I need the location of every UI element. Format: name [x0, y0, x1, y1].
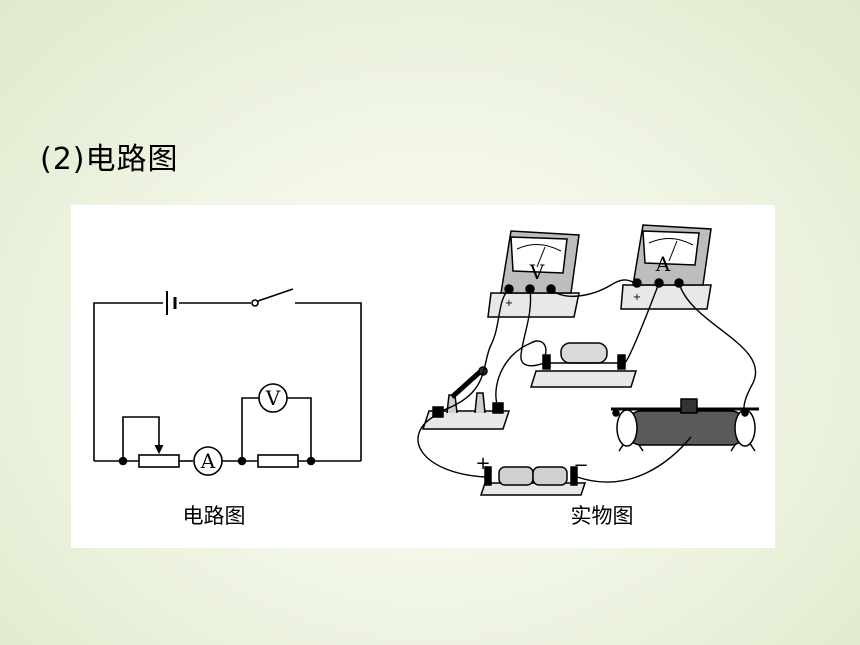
wire: [417, 416, 486, 478]
battery-plus-label: +: [475, 453, 490, 474]
ammeter-needle: [668, 240, 678, 262]
switch-clip: [474, 392, 486, 414]
rheostat-symbol: [138, 454, 180, 468]
wire: [576, 436, 692, 483]
wire: [624, 282, 660, 364]
wire-right: [295, 302, 362, 461]
resistor-post: [542, 354, 551, 370]
resistor-body: [560, 342, 608, 364]
wire: [678, 282, 757, 414]
resistor-post: [617, 354, 626, 370]
wire: [437, 288, 510, 413]
physical-wires: [417, 279, 757, 483]
ammeter-base: [620, 284, 712, 310]
voltmeter-scale: [516, 244, 562, 252]
wire: [550, 279, 638, 297]
voltmeter-device-letter: V: [529, 260, 545, 284]
ammeter-symbol-letter: A: [200, 449, 216, 473]
circuit-schematic: [93, 288, 362, 476]
rheostat-slider: [680, 398, 698, 414]
ammeter-device: [620, 224, 712, 310]
switch-terminal: [492, 402, 504, 414]
switch-base: [421, 410, 511, 430]
resistor-symbol: [257, 454, 299, 468]
wire: [520, 288, 544, 367]
resistor-base: [529, 370, 638, 388]
wire-left-top: [93, 302, 163, 461]
junction-dot: [306, 456, 316, 466]
switch-blade-physical: [450, 369, 483, 399]
rheostat-device: [611, 398, 759, 452]
rheostat-terminal: [612, 409, 620, 417]
rheostat-slider-wire: [122, 416, 160, 461]
section-heading: (2)电路图: [40, 142, 179, 177]
wire: [495, 340, 547, 408]
rheostat-slider-arrow: [154, 444, 164, 455]
diagram-svg: A V 电路图 V + A +: [93, 224, 759, 528]
battery-cell: [498, 466, 534, 486]
switch-pivot: [251, 299, 259, 307]
voltmeter-terminal-label: +: [505, 298, 513, 309]
battery-terminal: [570, 466, 578, 486]
junction-dot: [237, 456, 247, 466]
circuit-caption: 电路图: [183, 504, 246, 528]
ammeter-dial: [642, 230, 700, 266]
ammeter-device-letter: A: [655, 252, 671, 276]
ammeter-scale: [648, 238, 694, 246]
battery-terminal: [484, 466, 492, 486]
rheostat-end: [616, 409, 638, 447]
voltmeter-symbol-letter: V: [265, 386, 281, 410]
knife-switch-device: [421, 366, 511, 430]
ammeter-terminal-label: +: [633, 292, 641, 303]
rheostat-coil: [626, 410, 746, 446]
battery-cell: [532, 466, 568, 486]
switch-blade: [257, 288, 294, 302]
physical-caption: 实物图: [571, 504, 634, 528]
battery-minus-label: −: [573, 455, 588, 476]
voltmeter-wire-right: [287, 397, 312, 461]
voltmeter-needle: [536, 246, 546, 268]
junction-dot: [118, 456, 128, 466]
resistor-device: [529, 342, 638, 388]
battery-device: [479, 466, 587, 496]
battery-base: [479, 482, 587, 496]
voltmeter-device: [487, 230, 580, 318]
voltmeter-base: [487, 292, 580, 318]
diagram-panel: A V 电路图 V + A +: [71, 205, 775, 548]
voltmeter-wire-left: [241, 397, 259, 461]
switch-hinge: [446, 394, 458, 414]
